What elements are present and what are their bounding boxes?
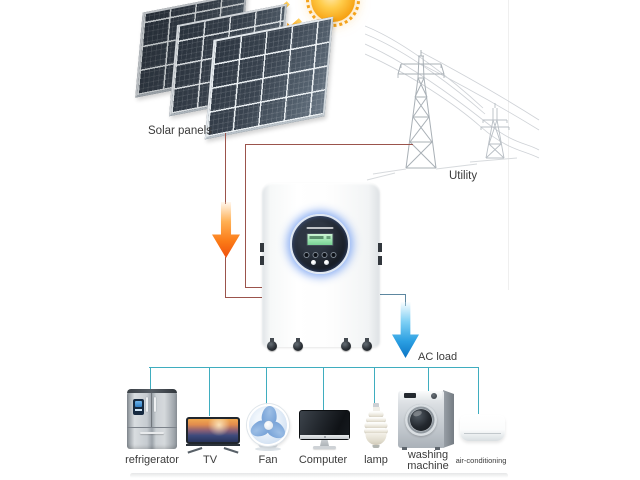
- tv-bezel: [186, 444, 240, 446]
- utility-towers-icon: [364, 22, 540, 184]
- washer-control-panel: [400, 391, 442, 400]
- fridge-freezer-split: [127, 427, 177, 428]
- fridge-drawer-handle: [140, 432, 164, 434]
- lamp-coil: [368, 411, 384, 418]
- air-conditioning-icon: [460, 415, 505, 441]
- inverter-wheel: [362, 338, 372, 351]
- lamp-coil: [364, 422, 388, 429]
- fan-label: Fan: [258, 454, 278, 466]
- computer-label: Computer: [298, 454, 348, 466]
- tv-icon: [186, 417, 240, 453]
- fridge-door-split: [151, 393, 152, 427]
- utility-label: Utility: [449, 170, 478, 182]
- fridge-dispenser: [133, 399, 144, 415]
- inverter-indicators: [311, 260, 329, 265]
- inverter-buttons: [303, 252, 337, 258]
- fridge-top: [127, 389, 177, 393]
- lamp-coil: [364, 427, 388, 434]
- inverter-control-panel: [290, 214, 350, 274]
- hybrid-inverter-icon: [260, 183, 382, 351]
- inverter-side-bracket: [378, 243, 382, 269]
- pv-wire: [225, 133, 227, 204]
- load-drop-wire: [149, 367, 151, 389]
- washer-side: [443, 390, 454, 448]
- tv-screen: [186, 417, 240, 444]
- tv-leg: [187, 446, 203, 453]
- lamp-cap: [373, 403, 379, 408]
- lamp-neck: [372, 407, 380, 412]
- appliance-row-shadow: [130, 473, 508, 478]
- computer-chin: [300, 435, 349, 439]
- grid-wire: [245, 287, 264, 289]
- washing-machine-label: washing machine: [407, 449, 449, 472]
- load-drop-wire: [373, 367, 375, 412]
- fridge-handle: [154, 397, 156, 412]
- pv-wire: [225, 257, 227, 298]
- inverter-button: [321, 252, 328, 258]
- lamp-coil: [366, 416, 386, 423]
- solar-panels-label: Solar panels: [148, 125, 212, 137]
- inverter-brand-text: [306, 227, 334, 229]
- load-drop-wire: [208, 367, 210, 416]
- inverter-indicator: [311, 260, 316, 265]
- ac-wire: [405, 294, 407, 306]
- tv-leg: [223, 446, 239, 453]
- grid-wire: [245, 144, 247, 288]
- inverter-lcd-display: [306, 233, 334, 246]
- pv-power-arrow: [212, 202, 240, 258]
- fan-icon: [243, 400, 293, 451]
- ac-load-label: AC load: [418, 351, 458, 363]
- refrigerator-label: refrigerator: [125, 454, 179, 466]
- inverter-button: [330, 252, 337, 258]
- washer-foot: [402, 447, 407, 450]
- load-drop-wire: [322, 367, 324, 410]
- refrigerator-icon: [127, 389, 177, 449]
- tv-label: TV: [202, 454, 218, 466]
- load-drop-wire: [477, 367, 479, 414]
- inverter-wheel: [341, 338, 351, 351]
- computer-icon: [299, 410, 350, 449]
- inverter-button: [303, 252, 310, 258]
- inverter-wheel: [267, 338, 277, 351]
- fan-hub: [262, 419, 274, 431]
- inverter-wheel: [293, 338, 303, 351]
- inverter-button: [312, 252, 319, 258]
- fridge-handle: [146, 397, 148, 412]
- sun-icon: [311, 0, 355, 22]
- pv-wire: [225, 297, 265, 299]
- washer-door: [405, 404, 437, 436]
- washer-foot: [435, 447, 440, 450]
- computer-base: [313, 446, 336, 449]
- backdrop-edge: [508, 0, 509, 290]
- load-bus-wire: [149, 367, 478, 369]
- air-conditioning-label: air-conditioning: [455, 456, 507, 465]
- lamp-dome: [365, 433, 387, 445]
- lamp-tip: [372, 445, 380, 448]
- computer-stand: [320, 440, 329, 446]
- washing-machine-icon: [398, 389, 454, 450]
- ac-wire: [378, 294, 406, 296]
- ac-power-arrow: [392, 302, 419, 358]
- grid-wire: [245, 144, 413, 146]
- lamp-icon: [363, 403, 389, 449]
- load-drop-wire: [427, 367, 429, 391]
- inverter-side-bracket: [260, 243, 264, 269]
- lamp-label: lamp: [364, 454, 388, 466]
- inverter-indicator: [324, 260, 329, 265]
- load-drop-wire: [265, 367, 267, 406]
- fan-head: [243, 400, 293, 450]
